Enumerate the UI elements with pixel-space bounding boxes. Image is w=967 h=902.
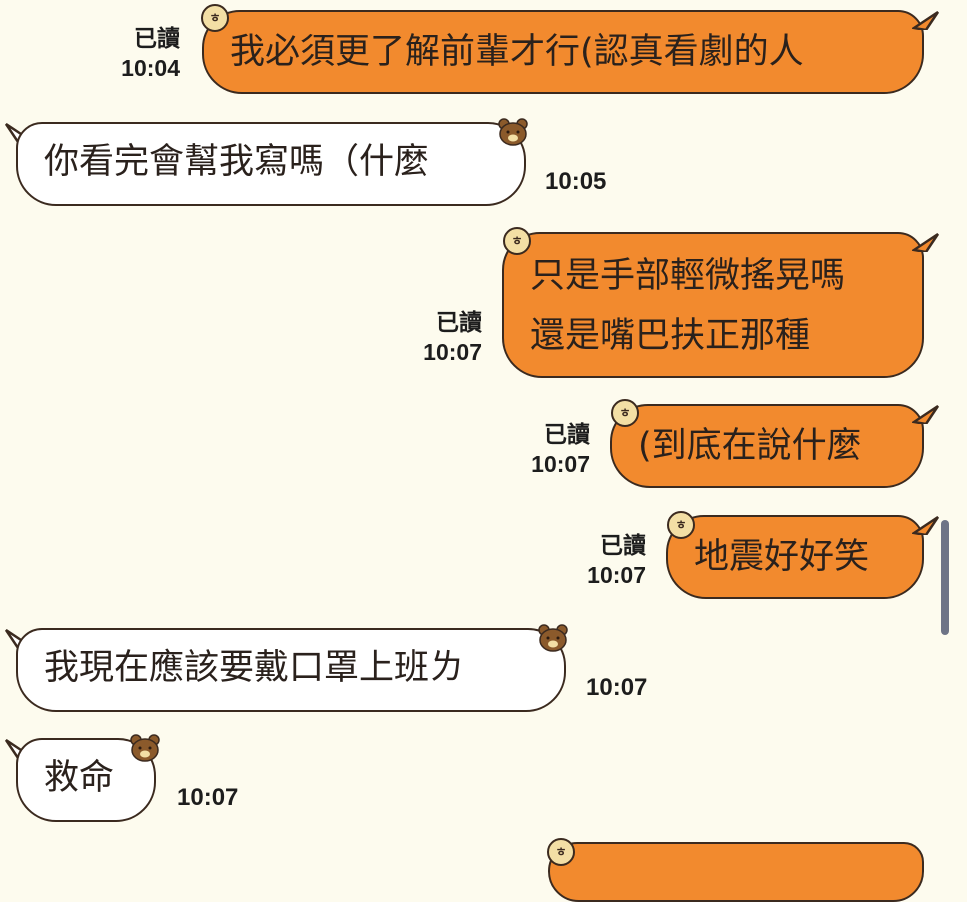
message-meta: 已讀 10:07 <box>400 308 482 366</box>
message-text: 只是手部輕微搖晃嗎 <box>530 256 846 296</box>
message-meta: 已讀 10:04 <box>100 24 180 82</box>
bee-badge-icon: ㅎ <box>611 399 639 427</box>
message-bubble[interactable]: 只是手部輕微搖晃嗎 還是嘴巴扶正那種 <box>502 232 924 378</box>
message-text: 救命 <box>44 758 115 798</box>
timestamp: 10:07 <box>423 339 482 365</box>
message-text: 還是嘴巴扶正那種 <box>530 316 811 356</box>
message-text: (到底在說什麼 <box>638 426 862 466</box>
timestamp: 10:07 <box>586 674 648 701</box>
bee-badge-icon: ㅎ <box>547 838 575 866</box>
scrollbar[interactable] <box>941 520 949 635</box>
message-bubble[interactable]: 你看完會幫我寫嗎（什麼 <box>16 122 526 206</box>
bee-badge-icon: ㅎ <box>503 227 531 255</box>
message-bubble[interactable]: 救命 <box>16 738 156 822</box>
message-text: 地震好好笑 <box>694 537 870 577</box>
bubble-tail-icon <box>912 515 940 535</box>
read-receipt: 已讀 <box>134 25 180 51</box>
message-meta: 已讀 10:07 <box>508 420 590 478</box>
brown-bear-icon <box>130 734 160 762</box>
bee-badge-icon: ㅎ <box>201 4 229 32</box>
timestamp: 10:07 <box>177 784 239 811</box>
timestamp: 10:04 <box>121 55 180 81</box>
read-receipt: 已讀 <box>544 421 590 447</box>
bee-badge-icon: ㅎ <box>667 511 695 539</box>
read-receipt: 已讀 <box>436 309 482 335</box>
timestamp: 10:07 <box>587 562 646 588</box>
read-receipt: 已讀 <box>600 532 646 558</box>
message-bubble[interactable]: 我必須更了解前輩才行(認真看劇的人 <box>202 10 924 94</box>
message-text: 你看完會幫我寫嗎（什麼 <box>44 142 430 182</box>
message-bubble[interactable]: 地震好好笑 <box>666 515 924 599</box>
timestamp: 10:07 <box>531 451 590 477</box>
brown-bear-icon <box>538 624 568 652</box>
message-bubble[interactable]: 我現在應該要戴口罩上班ㄌ <box>16 628 566 712</box>
message-bubble[interactable] <box>548 842 924 902</box>
message-text: 我現在應該要戴口罩上班ㄌ <box>44 648 465 688</box>
message-meta: 已讀 10:07 <box>564 531 646 589</box>
bubble-tail-icon <box>912 10 940 30</box>
message-text: 我必須更了解前輩才行(認真看劇的人 <box>230 32 804 72</box>
bubble-tail-icon <box>912 232 940 252</box>
message-bubble[interactable]: (到底在說什麼 <box>610 404 924 488</box>
brown-bear-icon <box>498 118 528 146</box>
timestamp: 10:05 <box>545 168 607 195</box>
bubble-tail-icon <box>912 404 940 424</box>
